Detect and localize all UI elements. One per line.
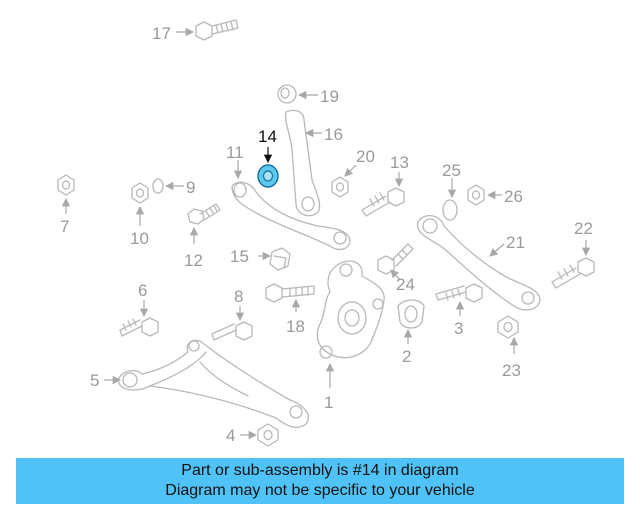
callout-17: 17 bbox=[152, 24, 171, 43]
callout-15: 15 bbox=[230, 247, 249, 266]
leader-24 bbox=[390, 269, 401, 281]
callout-5: 5 bbox=[90, 371, 99, 390]
part-2-bushing bbox=[397, 299, 425, 329]
part-6-bolt bbox=[119, 317, 159, 337]
part-14-nut-highlighted bbox=[257, 164, 279, 188]
part-19-bushing bbox=[277, 84, 297, 104]
callout-22: 22 bbox=[574, 219, 593, 238]
part-24-bolt bbox=[377, 243, 414, 275]
callout-1: 1 bbox=[324, 393, 333, 412]
part-5-lower-arm bbox=[117, 339, 309, 428]
callout-25: 25 bbox=[442, 161, 461, 180]
leader-20 bbox=[344, 164, 357, 177]
callout-16: 16 bbox=[324, 125, 343, 144]
info-banner: Part or sub-assembly is #14 in diagram D… bbox=[16, 458, 624, 504]
part-25-washer bbox=[442, 199, 458, 221]
banner-line-1: Part or sub-assembly is #14 in diagram bbox=[181, 462, 459, 479]
callout-4: 4 bbox=[226, 426, 235, 445]
callout-7: 7 bbox=[60, 217, 69, 236]
part-18-bolt bbox=[265, 283, 315, 303]
part-12-bolt bbox=[187, 203, 221, 225]
part-17-bolt bbox=[195, 19, 239, 41]
callout-21: 21 bbox=[506, 233, 525, 252]
part-15-nut bbox=[269, 247, 291, 271]
callout-10: 10 bbox=[130, 229, 149, 248]
part-8-bolt bbox=[211, 321, 253, 341]
banner-line-2: Diagram may not be specific to your vehi… bbox=[165, 482, 475, 499]
part-21-lateral-arm bbox=[417, 215, 541, 311]
callout-19: 19 bbox=[320, 87, 339, 106]
callout-8: 8 bbox=[234, 287, 243, 306]
part-3-bolt bbox=[435, 283, 483, 303]
callout-20: 20 bbox=[356, 147, 375, 166]
part-22-bolt bbox=[551, 257, 595, 289]
callout-11: 11 bbox=[226, 143, 244, 162]
leader-21 bbox=[489, 243, 505, 257]
part-26-nut bbox=[467, 184, 485, 206]
callout-26: 26 bbox=[504, 187, 523, 206]
callout-13: 13 bbox=[390, 153, 409, 172]
callout-3: 3 bbox=[454, 319, 463, 338]
callout-24: 24 bbox=[396, 275, 415, 294]
part-13-bolt bbox=[361, 187, 405, 217]
callout-14: 14 bbox=[258, 127, 277, 146]
callout-18: 18 bbox=[286, 317, 305, 336]
part-10-nut bbox=[131, 182, 149, 204]
part-16-link bbox=[284, 109, 321, 217]
callout-6: 6 bbox=[138, 281, 147, 300]
part-11-control-arm bbox=[231, 181, 351, 251]
part-20-nut bbox=[331, 176, 349, 198]
callout-2: 2 bbox=[402, 347, 411, 366]
part-1-knuckle bbox=[316, 260, 385, 359]
parts-diagram: 17 19 16 14 11 20 13 25 26 9 7 10 12 15 … bbox=[57, 19, 595, 447]
part-9-ring bbox=[152, 178, 164, 194]
part-4-nut bbox=[257, 423, 279, 447]
part-7-nut bbox=[57, 174, 75, 196]
callout-12: 12 bbox=[184, 251, 203, 270]
callout-9: 9 bbox=[186, 178, 195, 197]
callout-23: 23 bbox=[502, 361, 521, 380]
part-23-nut bbox=[497, 315, 519, 339]
